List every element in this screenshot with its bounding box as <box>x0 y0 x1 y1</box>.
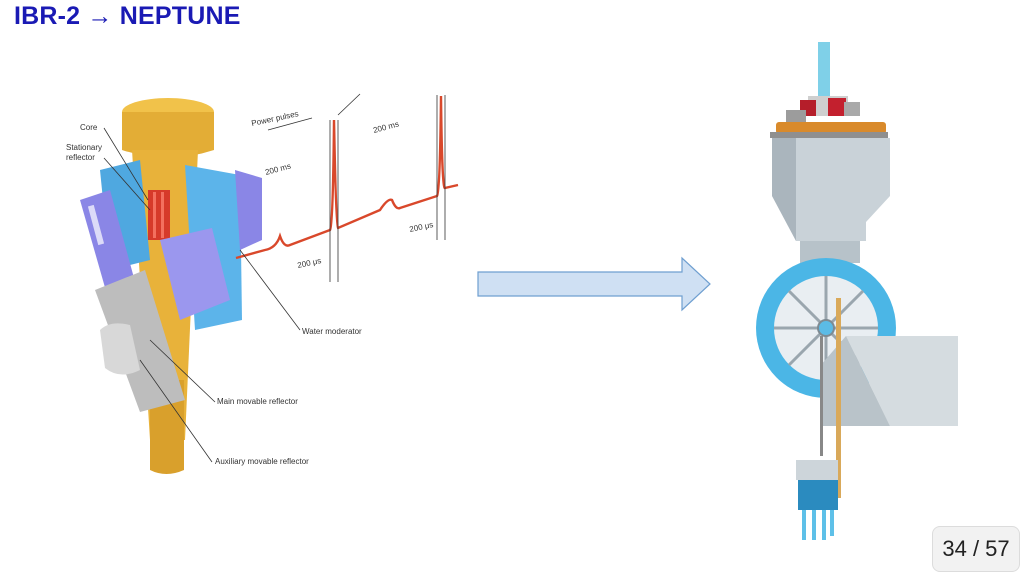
label-power-pulses: Power pulses <box>251 109 300 128</box>
label-stationary-reflector-1: Stationary <box>66 143 102 152</box>
transition-arrow-icon <box>477 256 711 312</box>
label-interval-2: 200 ms <box>372 119 400 134</box>
label-core: Core <box>80 123 98 132</box>
control-rods <box>820 298 841 498</box>
label-pulse-width-1: 200 μs <box>297 256 323 270</box>
slide-title: IBR-2 → NEPTUNE <box>14 2 241 30</box>
label-auxiliary-movable-reflector: Auxiliary movable reflector <box>215 457 309 466</box>
neptune-diagram <box>756 42 958 540</box>
ibr2-diagram: Core Stationary reflector Power pulses 2… <box>66 93 459 474</box>
top-assembly <box>770 42 888 138</box>
label-interval-1: 200 ms <box>264 161 292 176</box>
label-main-movable-reflector: Main movable reflector <box>217 397 298 406</box>
label-stationary-reflector-2: reflector <box>66 153 95 162</box>
vessel <box>772 138 890 263</box>
movable-reflectors <box>80 190 230 412</box>
label-pulse-width-2: 200 μs <box>409 220 435 234</box>
page-counter: 34 / 57 <box>932 526 1020 572</box>
lower-assembly <box>796 460 838 540</box>
label-water-moderator: Water moderator <box>302 327 362 336</box>
